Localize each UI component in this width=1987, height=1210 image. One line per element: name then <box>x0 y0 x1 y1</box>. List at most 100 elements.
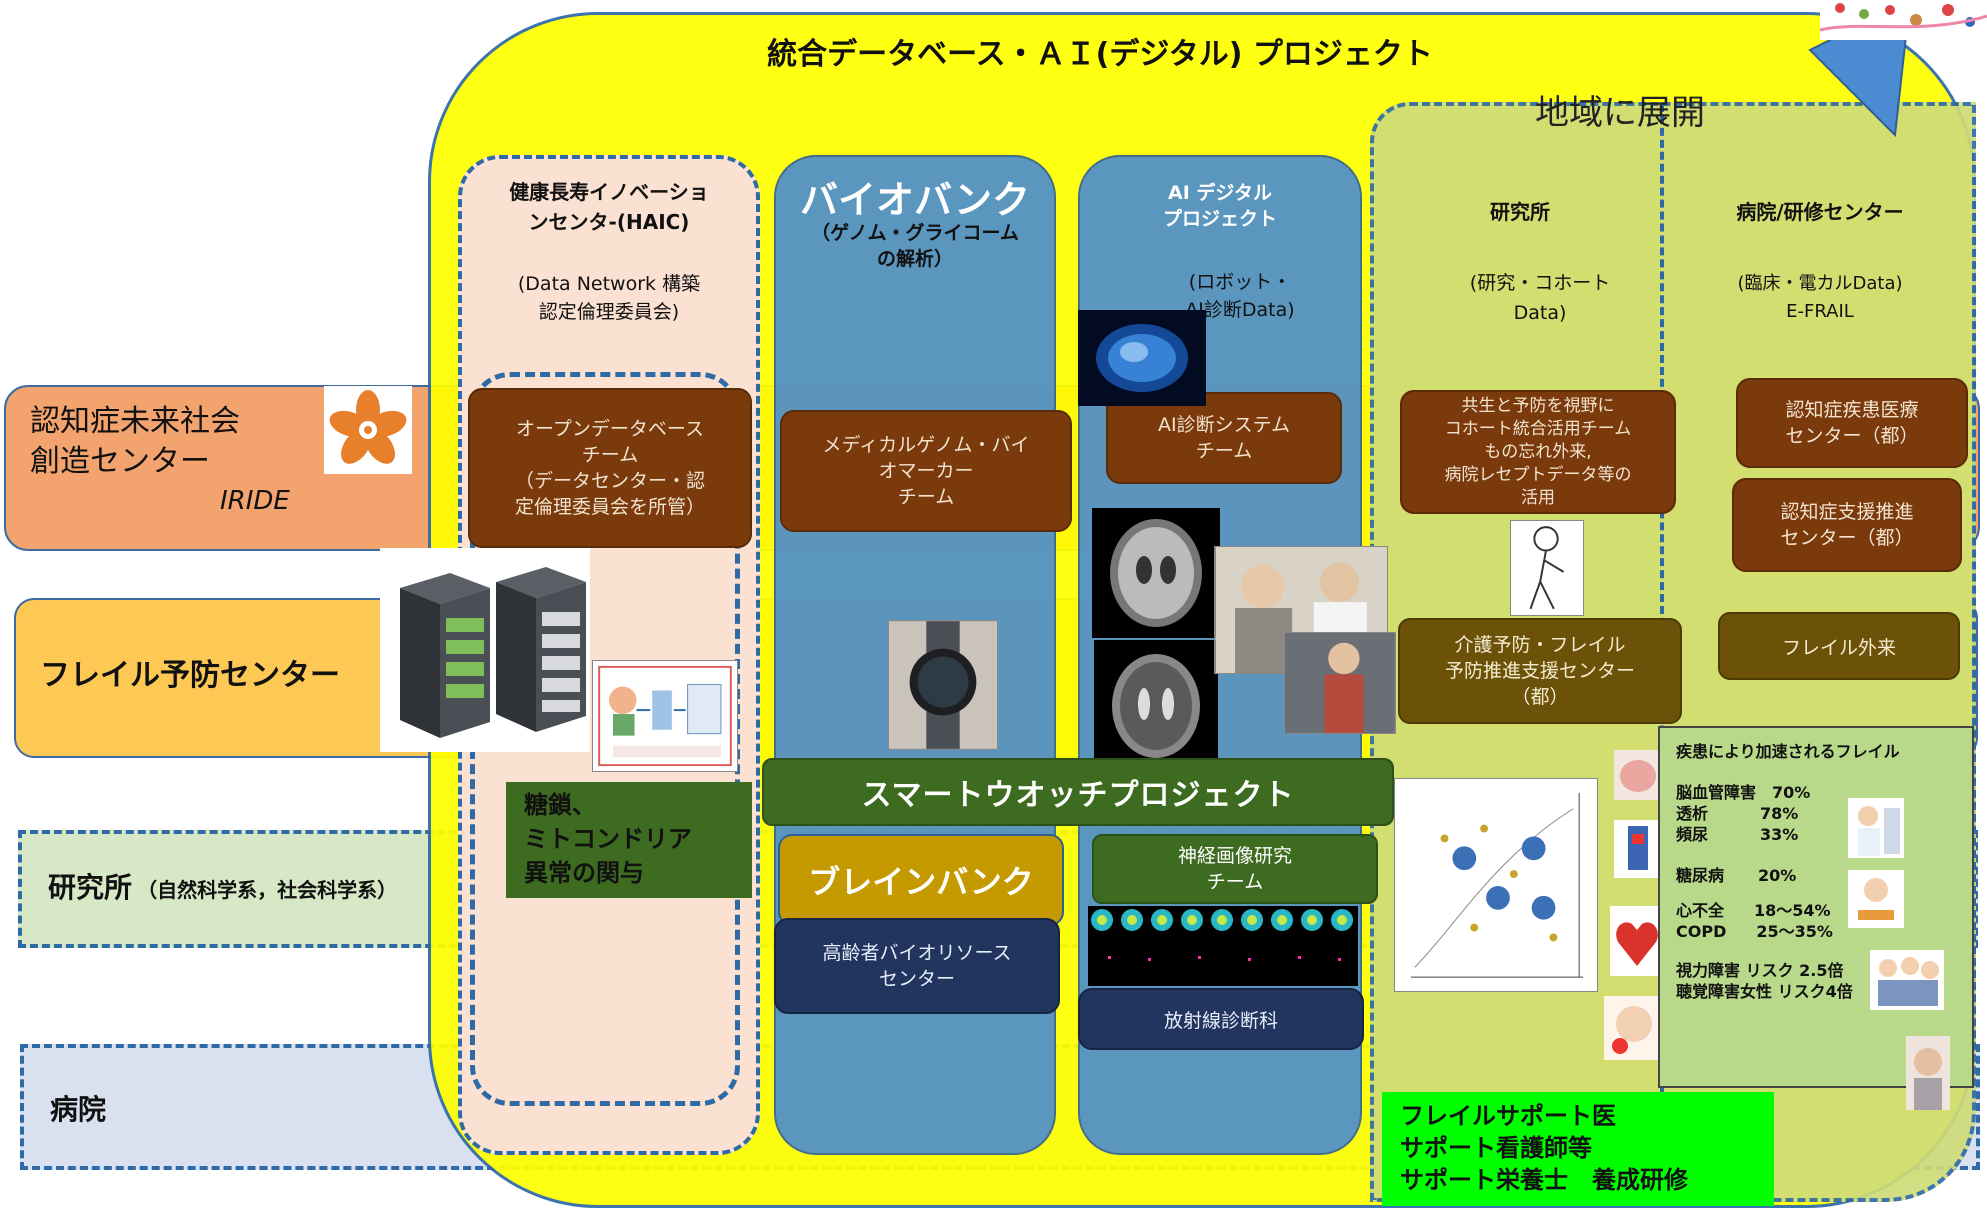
biobank-title: バイオバンク <box>780 168 1050 224</box>
frailty-row-label: フレイル予防センター <box>40 650 380 700</box>
ai-brain-image <box>1078 310 1206 406</box>
radiology-department: 放射線診断科 <box>1078 988 1364 1050</box>
ai-diagnosis-team-text: AI診断システム チーム <box>1157 414 1291 462</box>
regional-divider <box>1660 104 1664 1104</box>
medical-genome-team: メディカルゲノム・バイ オマーカー チーム <box>780 410 1072 532</box>
cohort-team-text: 共生と予防を視野に コホート統合活用チーム もの忘れ外来, 病院レセプトデータ等… <box>1444 395 1632 508</box>
frailty-disease-title: 疾患により加速されるフレイル <box>1676 742 1900 761</box>
mri-image-bottom <box>1094 640 1218 768</box>
mri-image-top <box>1092 508 1220 638</box>
disease-value: 18～54% <box>1754 901 1831 920</box>
elderly-woman-icon <box>1604 996 1662 1060</box>
doctor-icon <box>1848 798 1904 858</box>
elderly-group-icon <box>1870 950 1944 1010</box>
ai-title-text: AI デジタル プロジェクト <box>1162 182 1277 230</box>
brain-scan-strip <box>1088 906 1358 986</box>
disease-name: 頻尿 <box>1676 825 1709 844</box>
server-rack-icon <box>400 567 586 738</box>
iride-logo-icon <box>324 386 412 474</box>
institute-row-sub: （自然科学系，社会科学系） <box>137 878 398 902</box>
smartwatch-project: スマートウオッチプロジェクト <box>762 758 1394 826</box>
smartwatch-project-text: スマートウオッチプロジェクト <box>861 778 1295 813</box>
hospital-center-title-text: 病院/研修センター <box>1736 199 1904 224</box>
glycan-mitochondria-box: 糖鎖、 ミトコンドリア 異常の関与 <box>506 782 752 898</box>
hospital-row-label: 病院 <box>50 1088 250 1138</box>
dementia-support-center: 認知症支援推進 センター（都） <box>1732 478 1962 572</box>
brain-bank: ブレインバンク <box>778 834 1064 926</box>
care-prevention-center-text: 介護予防・フレイル 予防推進支援センター （都） <box>1444 634 1635 708</box>
elderly-bioresource-center: 高齢者バイオリソース センター <box>774 918 1060 1014</box>
frailty-factor-chart-image <box>1394 778 1598 992</box>
hospital-center-subtitle-text: (臨床・電カルData) E-FRAIL <box>1737 273 1903 322</box>
disease-name: 糖尿病 <box>1676 866 1725 885</box>
hospital-center-title: 病院/研修センター <box>1680 192 1960 228</box>
neuro-imaging-team-text: 神経画像研究 チーム <box>1177 845 1292 893</box>
map-fragment-image <box>1820 0 1987 40</box>
frailty-clinic-text: フレイル外来 <box>1781 636 1896 659</box>
page-title-text: 統合データベース・ＡＩ(デジタル) プロジェクト <box>767 37 1433 72</box>
biobank-subtitle: （ゲノム・グライコーム の解析） <box>780 218 1050 274</box>
research-title-text: 研究所 <box>1490 199 1550 224</box>
radiology-department-text: 放射線診断科 <box>1163 1009 1278 1032</box>
dialysis-icon <box>1614 820 1662 878</box>
ai-diagnosis-team: AI診断システム チーム <box>1106 392 1342 484</box>
hospital-center-subtitle: (臨床・電カルData) E-FRAIL <box>1680 268 1960 328</box>
open-database-team-text: オープンデータベース チーム （データセンター・認 定倫理委員会を所管） <box>514 418 705 518</box>
data-flow-illustration <box>592 660 738 772</box>
vision-risk: 視力障害 リスク 2.5倍 <box>1676 961 1844 980</box>
elderly-portrait-icon <box>1906 1036 1950 1110</box>
institute-row-title: 研究所 <box>48 871 133 904</box>
care-prevention-center: 介護予防・フレイル 予防推進支援センター （都） <box>1398 618 1682 724</box>
neuro-imaging-team: 神経画像研究 チーム <box>1092 834 1378 904</box>
ai-subtitle: (ロボット・ AI診断Data) <box>1150 268 1330 324</box>
research-subtitle: (研究・コホート Data) <box>1400 268 1680 328</box>
heart-icon <box>1610 906 1664 976</box>
disease-value: 20% <box>1758 866 1797 885</box>
ai-subtitle-text: (ロボット・ AI診断Data) <box>1185 271 1295 321</box>
dementia-medical-center: 認知症疾患医療 センター（都） <box>1736 378 1968 468</box>
haic-title: 健康長寿イノベーショ ンセンタ-(HAIC) <box>470 172 748 242</box>
haic-subtitle-text: (Data Network 構築 認定倫理委員会) <box>517 273 701 323</box>
open-database-team: オープンデータベース チーム （データセンター・認 定倫理委員会を所管） <box>468 388 752 548</box>
disease-name: 脳血管障害 <box>1676 783 1757 802</box>
eating-person-icon <box>1848 870 1904 928</box>
smartwatch-photo <box>888 620 998 750</box>
disease-row: COPD 25～35% <box>1676 921 1972 942</box>
dementia-medical-center-text: 認知症疾患医療 センター（都） <box>1785 399 1919 447</box>
frailty-clinic: フレイル外来 <box>1718 612 1960 680</box>
expand-label-text: 地域に展開 <box>1535 92 1705 133</box>
cohort-team: 共生と予防を視野に コホート統合活用チーム もの忘れ外来, 病院レセプトデータ等… <box>1400 390 1676 514</box>
haic-subtitle: (Data Network 構築 認定倫理委員会) <box>470 268 748 328</box>
page-title: 統合データベース・ＡＩ(デジタル) プロジェクト <box>700 28 1500 74</box>
disease-value: 33% <box>1760 825 1799 844</box>
biobank-subtitle-text: （ゲノム・グライコーム の解析） <box>811 222 1019 270</box>
disease-name: 透析 <box>1676 804 1709 823</box>
elderly-bioresource-center-text: 高齢者バイオリソース センター <box>822 942 1012 990</box>
server-image <box>380 548 590 752</box>
robot-photo <box>1284 632 1396 734</box>
support-training-text: フレイルサポート医 サポート看護師等 サポート栄養士 養成研修 <box>1400 1102 1688 1194</box>
dementia-support-center-text: 認知症支援推進 センター（都） <box>1780 501 1914 549</box>
brain-bank-text: ブレインバンク <box>808 863 1034 901</box>
ai-title: AI デジタル プロジェクト <box>1090 178 1350 234</box>
research-title: 研究所 <box>1400 192 1640 228</box>
walking-elderly-illustration <box>1510 520 1584 616</box>
dementia-row-sub: IRIDE <box>220 486 290 516</box>
disease-name: COPD <box>1676 922 1727 941</box>
research-subtitle-text: (研究・コホート Data) <box>1469 272 1611 324</box>
hospital-row-title: 病院 <box>50 1093 107 1126</box>
brain-icon <box>1614 750 1662 800</box>
biobank-title-text: バイオバンク <box>800 177 1030 222</box>
hearing-risk: 聴覚障害女性 リスク4倍 <box>1676 982 1853 1001</box>
disease-row: 透析 78% <box>1676 803 1972 824</box>
dementia-row-label: 認知症未来社会 創造センター IRIDE <box>30 402 370 532</box>
disease-row: 糖尿病 20% <box>1676 865 1972 886</box>
glycan-mitochondria-text: 糖鎖、 ミトコンドリア 異常の関与 <box>524 791 692 887</box>
frailty-row-title: フレイル予防センター <box>40 658 340 693</box>
disease-value: 25～35% <box>1756 922 1833 941</box>
institute-row-label: 研究所 （自然科学系，社会科学系） <box>48 866 468 916</box>
disease-value: 78% <box>1760 804 1799 823</box>
